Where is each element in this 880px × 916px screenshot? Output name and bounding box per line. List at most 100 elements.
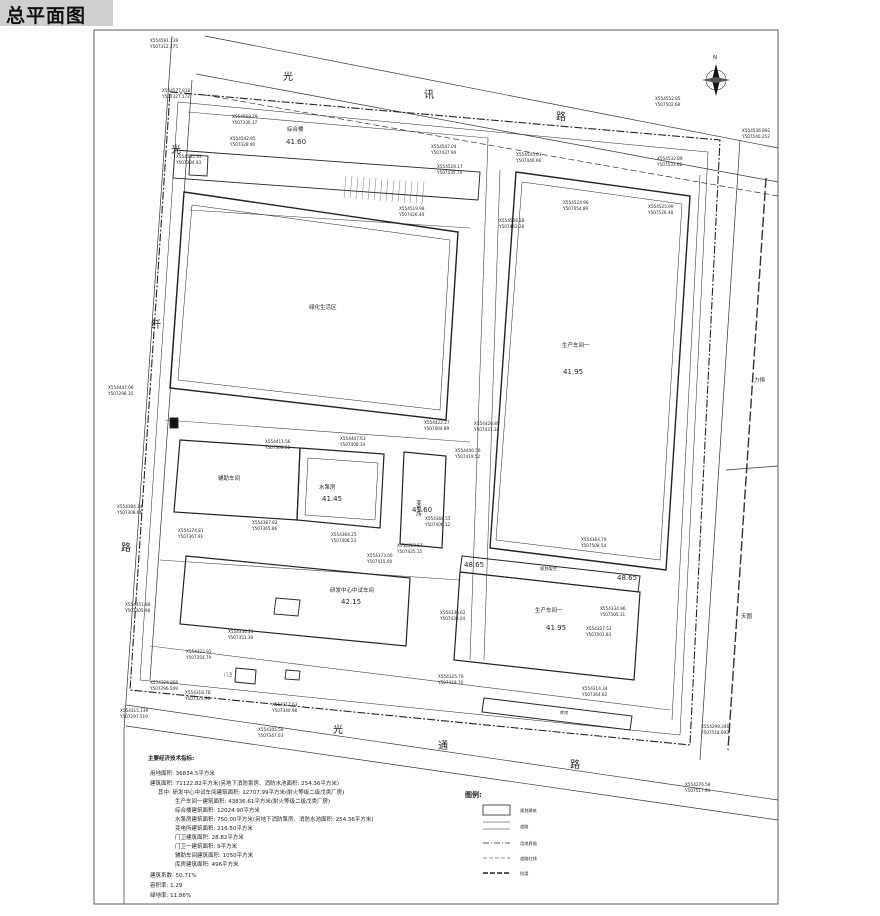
coord-y: Y507518.693	[700, 730, 729, 735]
stats-line: 水泵房建筑面积: 750.00平方米(另地下消防泵房、消防水池面积: 254.3…	[175, 815, 374, 823]
road-bottom-char-3: 路	[570, 758, 580, 771]
coord-y: Y507419.70	[437, 680, 464, 685]
coord-x: X554325.76	[438, 674, 464, 679]
coord-x: X554528.17	[437, 164, 463, 169]
coord-y: Y507526.48	[647, 210, 674, 215]
coord-x: X554447.06	[108, 385, 134, 390]
coord-x: X554351.88	[125, 602, 151, 607]
coord-y: Y507298.35	[107, 391, 134, 396]
left-road-edge-1	[123, 35, 173, 731]
coord-y: Y507454.89	[562, 206, 589, 211]
building-ku	[481, 697, 633, 731]
stats-line: 容积率: 1.29	[150, 881, 183, 889]
building-shengchan1	[489, 171, 691, 571]
coord-y: Y507443.28	[498, 224, 525, 229]
coord-y: Y507330.17	[231, 120, 258, 125]
coord-y: Y507435.74	[436, 170, 463, 175]
coord-x: X554322.92	[186, 649, 212, 654]
stats-line: 门卫一建筑面积: 9平方米	[175, 842, 238, 850]
road-top-char-2: 讯	[424, 89, 434, 101]
elev-gongfu-left: 48.65	[464, 561, 484, 569]
legend-label: 道路红线	[520, 855, 538, 862]
top-road-edge-2	[195, 73, 779, 183]
coord-y: Y507327.172	[161, 94, 190, 99]
coord-y: Y507328.90	[229, 142, 256, 147]
elev-shuibeng: 41.45	[322, 495, 342, 503]
label-shuibeng: 水泵房	[319, 483, 336, 491]
coord-x: X554299.346	[701, 724, 730, 729]
label-lvhua: 绿化生活区	[309, 303, 337, 311]
coord-y: Y507533.62	[656, 162, 683, 167]
building-gate	[234, 667, 257, 685]
coord-x: X554552.85	[655, 96, 681, 101]
coord-y: Y507340.98	[271, 708, 298, 713]
coord-y: Y507369.61	[264, 445, 291, 450]
inner-road-8	[189, 209, 471, 229]
building-zonghe	[172, 149, 481, 201]
coord-x: X554276.58	[685, 782, 711, 787]
elev-yanfa: 42.15	[341, 598, 361, 606]
road-bottom-char-2: 通	[438, 740, 448, 752]
coord-y: Y507431.34	[473, 427, 500, 432]
label-shengchan2: 生产车间一	[535, 606, 563, 614]
stats-line: 库房建筑面积: 496平方米	[175, 860, 239, 868]
coord-x: X554315.139	[120, 708, 149, 713]
coord-x: X554519.98	[399, 206, 425, 211]
coord-y: Y507437.90	[430, 150, 457, 155]
coord-y: Y507364.62	[581, 692, 608, 697]
coord-x: X554547.04	[431, 144, 457, 149]
road-right-bottom: 天圆	[741, 613, 753, 620]
road-top-char-1: 光	[283, 70, 293, 83]
site-boundary	[129, 91, 721, 746]
elev-gongfu-right: 48.65	[617, 574, 637, 582]
inner-road-6	[483, 169, 501, 661]
coord-x: X554411.56	[265, 439, 291, 444]
coord-y: Y507305.98	[124, 608, 151, 613]
label-gate: 门卫	[224, 671, 232, 678]
coord-y: Y507425.15	[396, 549, 423, 554]
legend-label: 挡墙	[520, 870, 528, 877]
coord-y: Y507446.66	[515, 158, 542, 163]
road-left-char-2: 纤	[151, 318, 161, 331]
legend-swatch-building	[482, 804, 511, 816]
inner-road-7	[671, 174, 701, 721]
building-shengchan2	[453, 571, 641, 681]
stats-line: 综合楼建筑面积: 12024.90平方米	[175, 806, 260, 814]
building-yanfa-ramp	[273, 597, 301, 617]
coord-y: Y507347.03	[257, 733, 284, 738]
stats-line: 用地面积: 36834.5平方米	[150, 769, 215, 777]
bottom-road-edge-1	[125, 704, 779, 801]
coord-y: Y507517.94	[684, 788, 711, 793]
buildings	[169, 149, 691, 731]
top-road-redline	[204, 94, 779, 197]
coord-x: X554591.139	[150, 38, 179, 43]
label-fuzhu: 辅助车间	[218, 474, 240, 482]
title-bar: 总平面图	[0, 0, 113, 27]
coord-x: X554374.81	[178, 528, 204, 533]
building-yanfa	[179, 555, 411, 647]
legend-title: 图例:	[465, 790, 482, 799]
coord-x: X554506.28	[499, 218, 525, 223]
north-label: N	[713, 55, 717, 61]
coord-x: X554577.818	[162, 88, 191, 93]
coord-y: Y507308.66	[116, 510, 143, 515]
label-gongfu: 规划架空	[540, 565, 557, 572]
road-bottom-char-1: 光	[333, 723, 343, 736]
top-road-edge-1	[204, 35, 779, 149]
parking-hatch	[343, 175, 425, 205]
building-shengchan1-inner	[495, 181, 683, 561]
coord-y: Y507297.519	[119, 714, 148, 719]
coord-y: Y507408.23	[330, 538, 357, 543]
building-biandian	[399, 451, 447, 549]
coord-y: Y507438.04	[439, 616, 466, 621]
drawing-title: 总平面图	[6, 5, 87, 27]
inner-road-3	[159, 559, 461, 581]
coord-x: X554367.82	[252, 520, 278, 525]
boundary-line	[129, 91, 721, 746]
legend: 图例: 规划建筑 道路 用地界限 道路红线 挡墙	[465, 790, 538, 877]
coord-x: X554336.62	[440, 610, 466, 615]
right-branch-road	[725, 465, 779, 471]
coord-x: X554364.25	[331, 532, 357, 537]
coord-y: Y507419.52	[454, 454, 481, 459]
coord-x: X554532.33	[176, 154, 202, 159]
